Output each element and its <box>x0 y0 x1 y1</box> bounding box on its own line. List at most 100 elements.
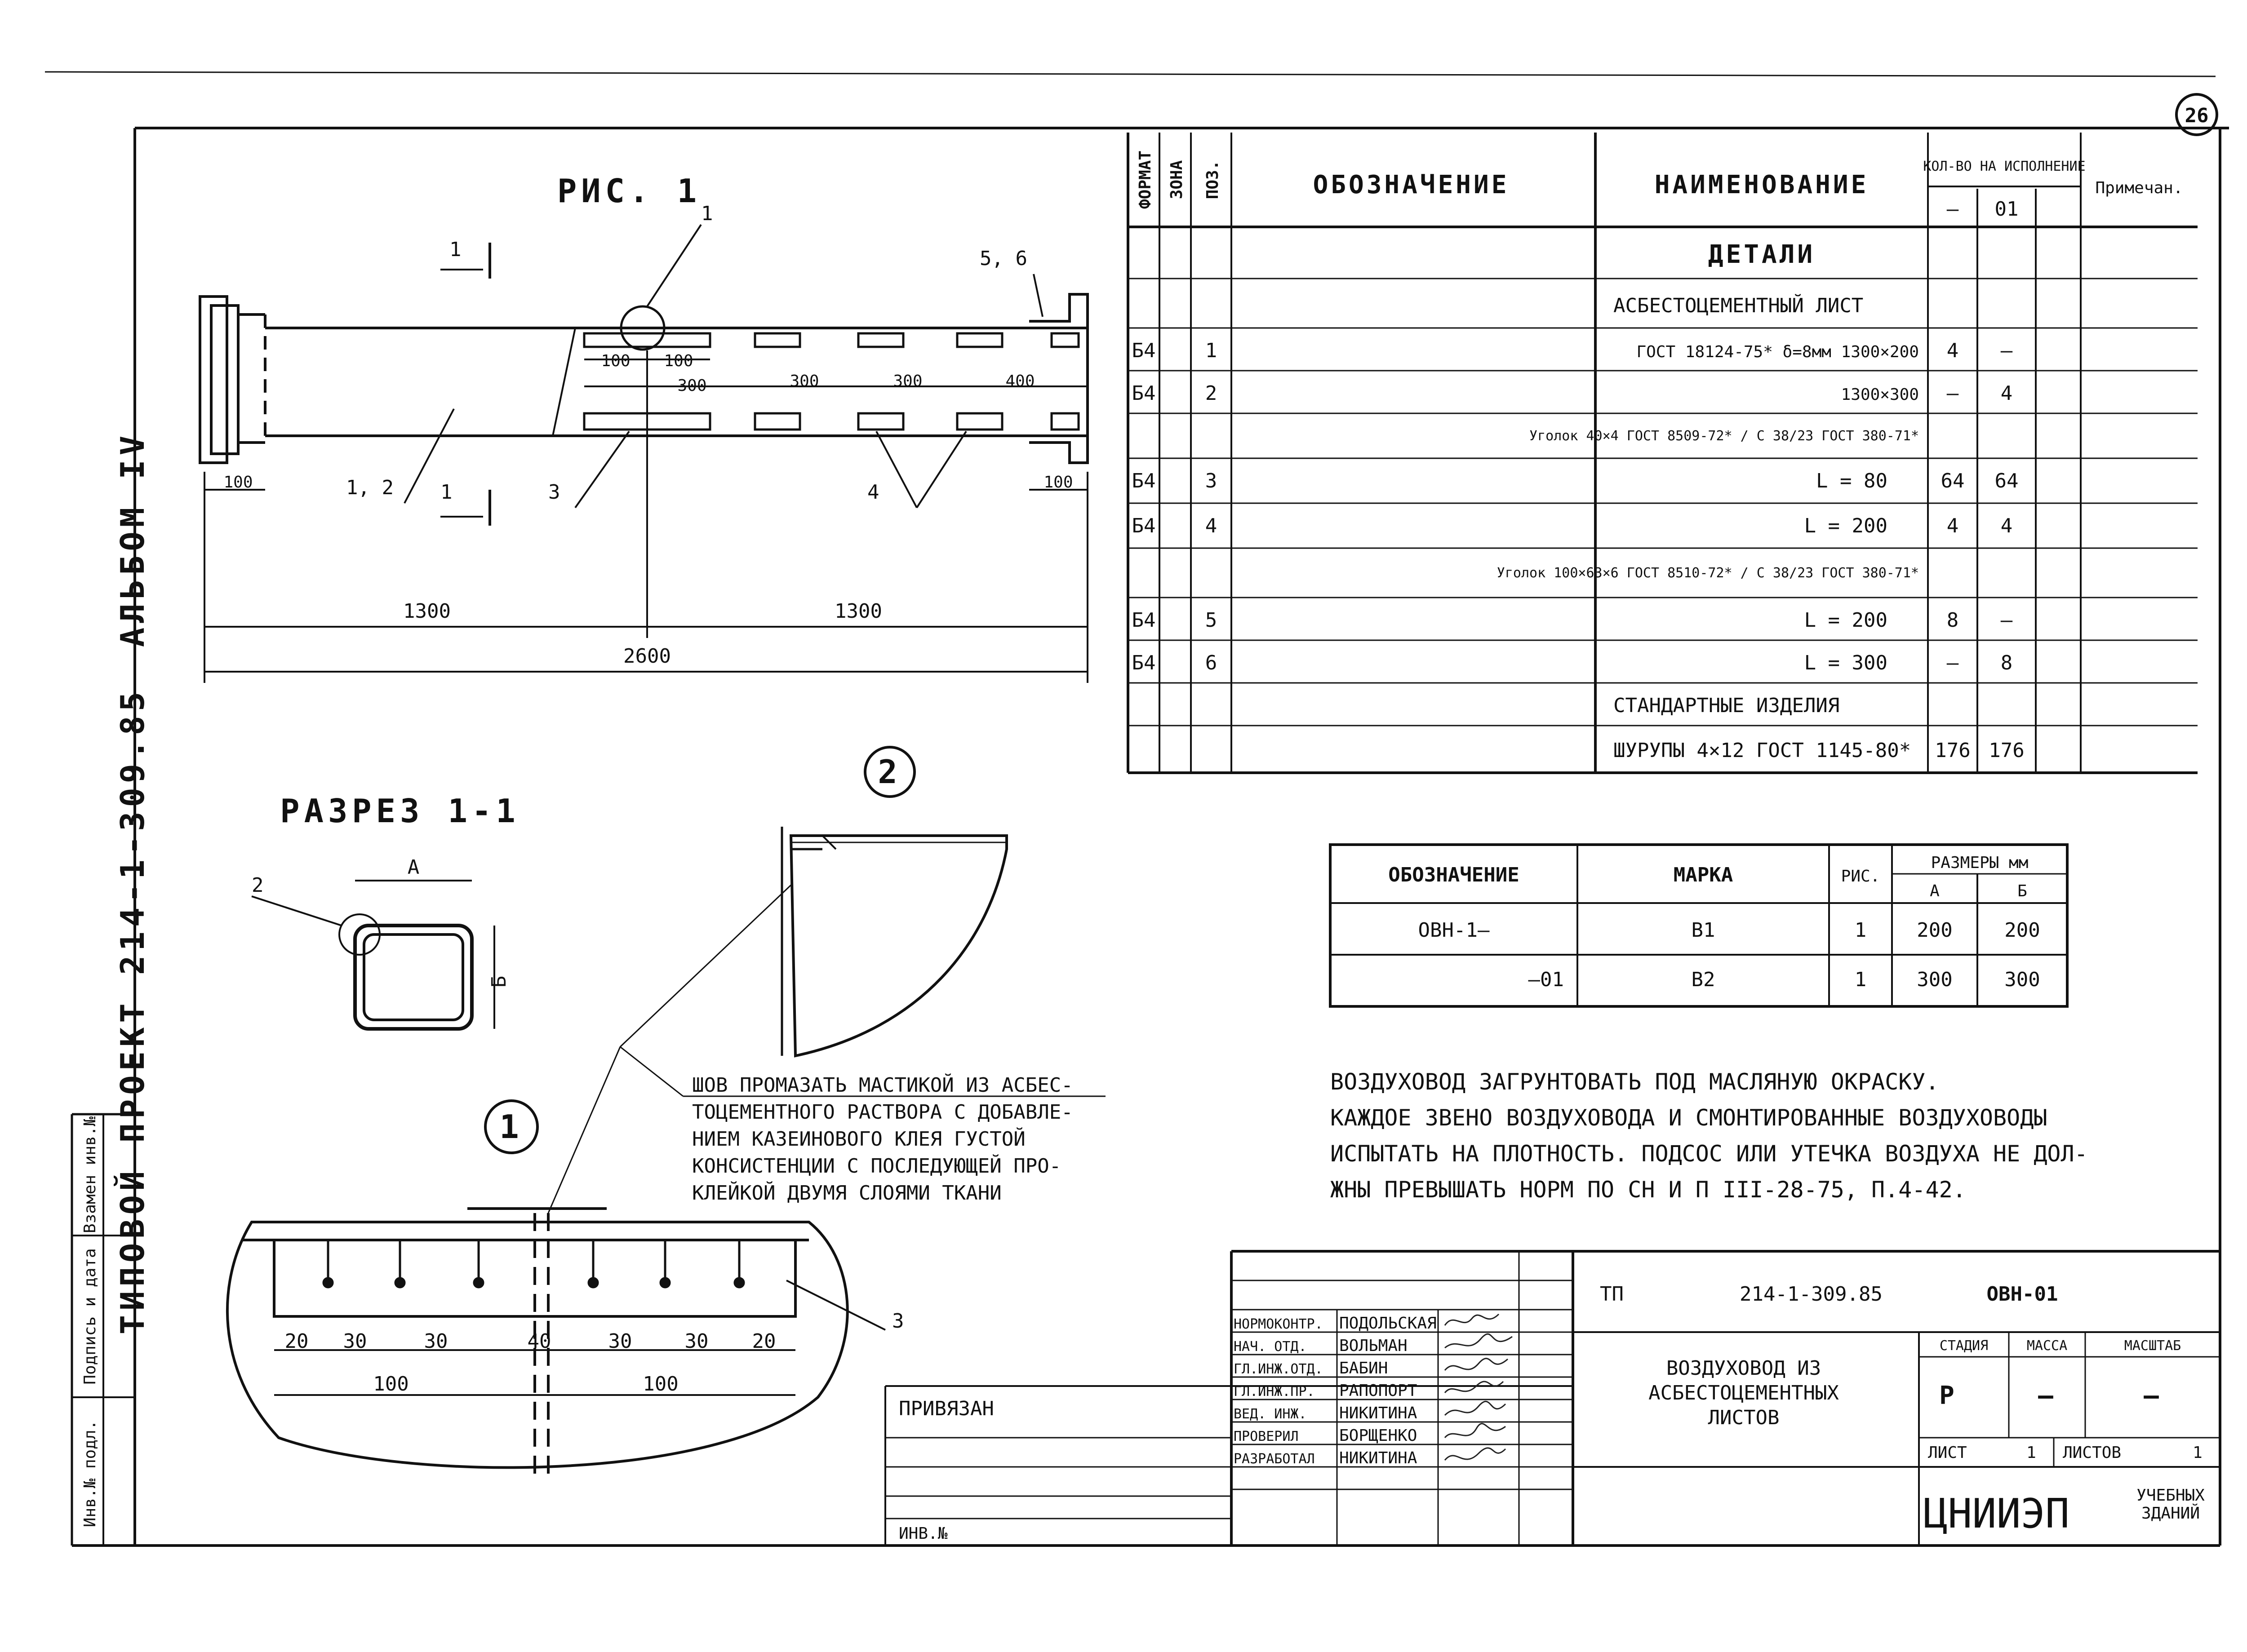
project-label: ТИПОВОЙ ПРОЕКТ 214-1-309.85 <box>114 687 151 1334</box>
hdr-qty: КОЛ-ВО НА ИСПОЛНЕНИЕ <box>1923 159 2085 174</box>
tb-sheet-label: ЛИСТ <box>1928 1444 1967 1462</box>
marks-row-0-b: 200 <box>2004 919 2040 942</box>
detail-dim-5: 30 <box>685 1330 709 1353</box>
spec-row-9-q1: — <box>1947 651 1959 674</box>
marks-hdr-fig: РИС. <box>1841 867 1880 886</box>
marks-hdr-sizes: РАЗМЕРЫ мм <box>1931 854 2029 872</box>
tb-stage-h: СТАДИЯ <box>1940 1338 1988 1354</box>
fig1-pos-12: 1, 2 <box>346 476 394 499</box>
spec-row-1-name: АСБЕСТОЦЕМЕНТНЫЙ ЛИСТ <box>1613 293 1863 317</box>
seam-note: ШОВ ПРОМАЗАТЬ МАСТИКОЙ ИЗ АСБЕС- ТОЦЕМЕН… <box>692 1073 1073 1205</box>
dim-1300-a: 1300 <box>403 600 451 623</box>
section-title: РАЗРЕЗ 1-1 <box>280 792 520 830</box>
hdr-pos: ПОЗ. <box>1203 160 1222 199</box>
tb-name-0: ПОДОЛЬСКАЯ <box>1339 1314 1437 1333</box>
spec-row-4-name: Уголок 40×4 ГОСТ 8509-72* / С 38/23 ГОСТ… <box>1529 428 1919 444</box>
marks-hdr-a: А <box>1930 882 1940 900</box>
tb-title-2: ЛИСТОВ <box>1708 1406 1780 1429</box>
dim-300-a: 300 <box>677 376 706 395</box>
spec-row-8-pos: 5 <box>1205 609 1217 632</box>
spec-row-3-format: Б4 <box>1132 382 1156 405</box>
spec-row-8-name: L = 200 <box>1804 609 1887 632</box>
seam-note-line-3: КОНСИСТЕНЦИИ С ПОСЛЕДУЮЩЕЙ ПРО- <box>692 1154 1061 1178</box>
hdr-note: Примечан. <box>2095 179 2183 197</box>
detail-dim-3: 40 <box>528 1330 551 1353</box>
spec-row-7-name: Уголок 100×63×6 ГОСТ 8510-72* / С 38/23 … <box>1497 565 1919 581</box>
section-mark-top: 1 <box>449 238 462 261</box>
detail-dim-100-b: 100 <box>643 1373 678 1395</box>
seam-note-line-1: ТОЦЕМЕНТНОГО РАСТВОРА С ДОБАВЛЕ- <box>692 1101 1073 1124</box>
spec-row-3-q2: 4 <box>2001 382 2013 405</box>
page-number: 26 <box>2185 104 2209 127</box>
spec-row-9-q2: 8 <box>2001 651 2013 674</box>
section-1-1: РАЗРЕЗ 1-1 <box>251 792 520 1031</box>
tb-scale: — <box>2144 1381 2162 1410</box>
dim-100-b: 100 <box>664 352 693 370</box>
fig1-pos-1: 1 <box>701 202 713 225</box>
section-labels: А Б 2 <box>252 856 511 988</box>
detail-1 <box>226 884 1106 1474</box>
sign-date-label: Подпись и дата <box>81 1248 99 1384</box>
marks-hdr-designation: ОБОЗНАЧЕНИЕ <box>1388 864 1519 886</box>
note-line-3: ЖНЫ ПРЕВЫШАТЬ НОРМ ПО СН И П III-28-75, … <box>1330 1177 1966 1203</box>
detail-dim-100-a: 100 <box>373 1373 409 1395</box>
fig1-title: РИС. 1 <box>557 172 701 210</box>
spec-row-9-pos: 6 <box>1205 651 1217 674</box>
album-label: АЛЬБОМ IV <box>114 431 151 647</box>
dim-100-right: 100 <box>1044 473 1073 492</box>
tb-role-0: НОРМОКОНТР. <box>1234 1316 1323 1332</box>
fig1-pos-3: 3 <box>548 481 560 504</box>
spec-row-11-q2: 176 <box>1989 739 2024 762</box>
tb-org-sub-1: ЗДАНИЙ <box>2141 1504 2200 1523</box>
spec-row-2-q1: 4 <box>1947 339 1959 362</box>
note-line-0: ВОЗДУХОВОД ЗАГРУНТОВАТЬ ПОД МАСЛЯНУЮ ОКР… <box>1330 1069 1939 1095</box>
tb-privyazan: ПРИВЯЗАН <box>899 1397 994 1420</box>
spec-headers: ФОРМАТ ЗОНА ПОЗ. ОБОЗНАЧЕНИЕ НАИМЕНОВАНИ… <box>1136 151 2183 221</box>
general-notes: ВОЗДУХОВОД ЗАГРУНТОВАТЬ ПОД МАСЛЯНУЮ ОКР… <box>1330 1069 2088 1203</box>
hdr-qty-a: — <box>1947 198 1959 221</box>
marks-table <box>1329 843 2069 1008</box>
detail-dim-2: 30 <box>424 1330 448 1353</box>
spec-row-6-format: Б4 <box>1132 514 1156 537</box>
spec-row-2-name: ГОСТ 18124-75* δ=8мм 1300×200 <box>1636 343 1919 361</box>
fig1-labels: 1 5, 6 1, 2 3 4 1 1 100 100 100 100 300 … <box>223 202 1073 668</box>
marks-row-1-b: 300 <box>2004 968 2040 991</box>
marks-row-0-designation: ОВН-1— <box>1418 919 1490 942</box>
fig1-elevation: РИС. 1 <box>199 172 1089 683</box>
detail-2 <box>781 746 1008 1058</box>
tb-org: ЦНИИЭП <box>1923 1490 2069 1537</box>
note-line-1: КАЖДОЕ ЗВЕНО ВОЗДУХОВОДА И СМОНТИРОВАННЫ… <box>1330 1105 2047 1131</box>
hdr-zone: ЗОНА <box>1168 160 1186 199</box>
detail-dim-0: 20 <box>285 1330 309 1353</box>
hdr-qty-b: 01 <box>1995 198 2019 221</box>
spec-row-2-pos: 1 <box>1205 339 1217 362</box>
fig1-pos-4: 4 <box>867 481 879 504</box>
tb-sheet: 1 <box>2026 1444 2036 1462</box>
detail-dim-6: 20 <box>752 1330 776 1353</box>
dim-100-a: 100 <box>601 352 630 370</box>
tb-name-3: РАПОПОРТ <box>1339 1382 1417 1400</box>
spec-row-0-name: ДЕТАЛИ <box>1708 240 1815 269</box>
section-mark-bottom: 1 <box>440 481 453 504</box>
spec-table <box>1127 133 2198 774</box>
spec-row-5-pos: 3 <box>1205 469 1217 492</box>
tb-doc-code: ОВН-01 <box>1987 1283 2058 1306</box>
tb-role-2: ГЛ.ИНЖ.ОТД. <box>1234 1361 1323 1377</box>
tb-role-6: РАЗРАБОТАЛ <box>1234 1451 1315 1467</box>
sheet-frame <box>44 71 2229 1547</box>
spec-row-6-q1: 4 <box>1947 514 1959 537</box>
tb-tp: ТП <box>1600 1283 1624 1306</box>
detail-dim-4: 30 <box>608 1330 632 1353</box>
side-stamp: АЛЬБОМ IV ТИПОВОЙ ПРОЕКТ 214-1-309.85 Ин… <box>81 431 151 1527</box>
tb-name-1: ВОЛЬМАН <box>1339 1337 1408 1355</box>
tb-role-3: ГЛ.ИНЖ.ПР. <box>1234 1384 1315 1400</box>
detail-1-labels: 1 3 20 30 30 40 30 30 20 100 100 <box>285 1108 904 1395</box>
spec-row-5-format: Б4 <box>1132 469 1156 492</box>
marks-row-1-designation: —01 <box>1528 968 1564 991</box>
seam-note-line-4: КЛЕЙКОЙ ДВУМЯ СЛОЯМИ ТКАНИ <box>692 1181 1002 1205</box>
spec-row-5-q2: 64 <box>1995 469 2019 492</box>
spec-row-5-name: L = 80 <box>1816 469 1887 492</box>
marks-text: ОБОЗНАЧЕНИЕ МАРКА РИС. РАЗМЕРЫ мм А Б ОВ… <box>1388 854 2040 991</box>
detail-dim-1: 30 <box>343 1330 367 1353</box>
tb-mass: — <box>2038 1381 2056 1410</box>
